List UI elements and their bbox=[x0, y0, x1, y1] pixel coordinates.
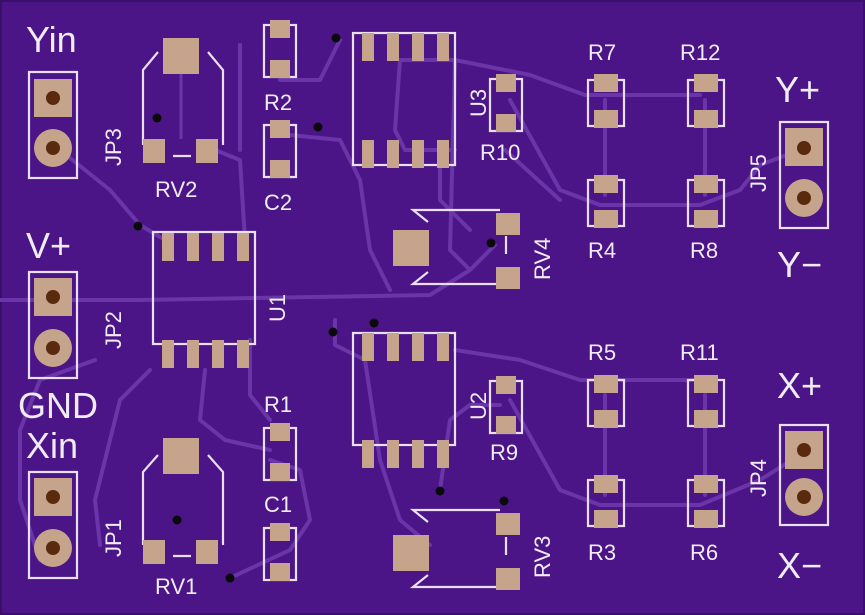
ref-rv4: RV4 bbox=[530, 238, 555, 280]
ref-rv3: RV3 bbox=[530, 536, 555, 578]
label-yin: Yin bbox=[26, 19, 77, 60]
ref-c1: C1 bbox=[264, 492, 292, 517]
ref-jp5: JP5 bbox=[746, 154, 771, 192]
ref-r12: R12 bbox=[680, 40, 720, 65]
ref-r6: R6 bbox=[690, 540, 718, 565]
capacitor-c1: C1 bbox=[262, 492, 298, 582]
trimmer-rv3: RV3 bbox=[393, 508, 555, 590]
edge-labels: Yin V+ GND Xin Y+ Y− X+ X− bbox=[18, 19, 822, 586]
ref-u2: U2 bbox=[466, 392, 491, 420]
ref-r3: R3 bbox=[588, 540, 616, 565]
ref-r5: R5 bbox=[588, 340, 616, 365]
resistor-r5: R5 bbox=[586, 340, 626, 428]
label-xminus: X− bbox=[777, 545, 822, 586]
ref-c2: C2 bbox=[264, 190, 292, 215]
resistor-r6: R6 bbox=[686, 475, 726, 565]
resistor-r3: R3 bbox=[586, 475, 626, 565]
label-gnd: GND bbox=[18, 385, 98, 426]
label-vplus: V+ bbox=[26, 225, 71, 266]
ic-u2: U2 bbox=[351, 331, 491, 468]
resistor-r4: R4 bbox=[586, 175, 626, 263]
ref-u3: U3 bbox=[466, 89, 491, 117]
ref-rv2: RV2 bbox=[155, 177, 197, 202]
trimmer-rv2: RV2 bbox=[141, 38, 225, 202]
jumper-jp3: JP3 bbox=[27, 70, 126, 180]
ref-r2: R2 bbox=[264, 90, 292, 115]
resistor-r1: R1 bbox=[262, 392, 298, 482]
label-yminus: Y− bbox=[777, 244, 822, 285]
resistor-r12: R12 bbox=[680, 40, 726, 128]
ref-r10: R10 bbox=[480, 140, 520, 165]
jumper-jp2: JP2 bbox=[27, 270, 126, 380]
ref-r1: R1 bbox=[264, 392, 292, 417]
ref-r11: R11 bbox=[680, 340, 719, 365]
ref-r8: R8 bbox=[690, 238, 718, 263]
ref-u1: U1 bbox=[265, 294, 290, 322]
resistor-r10: R10 bbox=[480, 74, 524, 165]
trimmer-rv4: RV4 bbox=[393, 208, 555, 289]
resistor-r9: R9 bbox=[488, 376, 524, 465]
vias bbox=[133, 33, 509, 583]
label-yplus: Y+ bbox=[775, 69, 820, 110]
label-xin: Xin bbox=[26, 425, 78, 466]
resistor-r8: R8 bbox=[686, 175, 726, 263]
resistor-r7: R7 bbox=[586, 40, 626, 128]
ref-jp2: JP2 bbox=[101, 311, 126, 349]
ref-r7: R7 bbox=[588, 40, 616, 65]
jumper-jp1: JP1 bbox=[27, 470, 126, 580]
ref-r9: R9 bbox=[490, 440, 518, 465]
trimmer-rv1: RV1 bbox=[141, 438, 225, 599]
resistor-r2: R2 bbox=[262, 20, 298, 115]
label-xplus: X+ bbox=[777, 365, 822, 406]
ref-jp4: JP4 bbox=[746, 459, 771, 497]
ref-jp1: JP1 bbox=[101, 519, 126, 557]
ref-jp3: JP3 bbox=[101, 128, 126, 166]
ic-u1: U1 bbox=[151, 230, 290, 368]
ref-rv1: RV1 bbox=[155, 574, 197, 599]
jumper-jp5: JP5 bbox=[746, 120, 830, 230]
ic-u3: U3 bbox=[351, 31, 491, 168]
resistor-r11: R11 bbox=[680, 340, 726, 428]
capacitor-c2: C2 bbox=[262, 120, 298, 215]
jumper-jp4: JP4 bbox=[746, 423, 830, 527]
ref-r4: R4 bbox=[588, 238, 616, 263]
